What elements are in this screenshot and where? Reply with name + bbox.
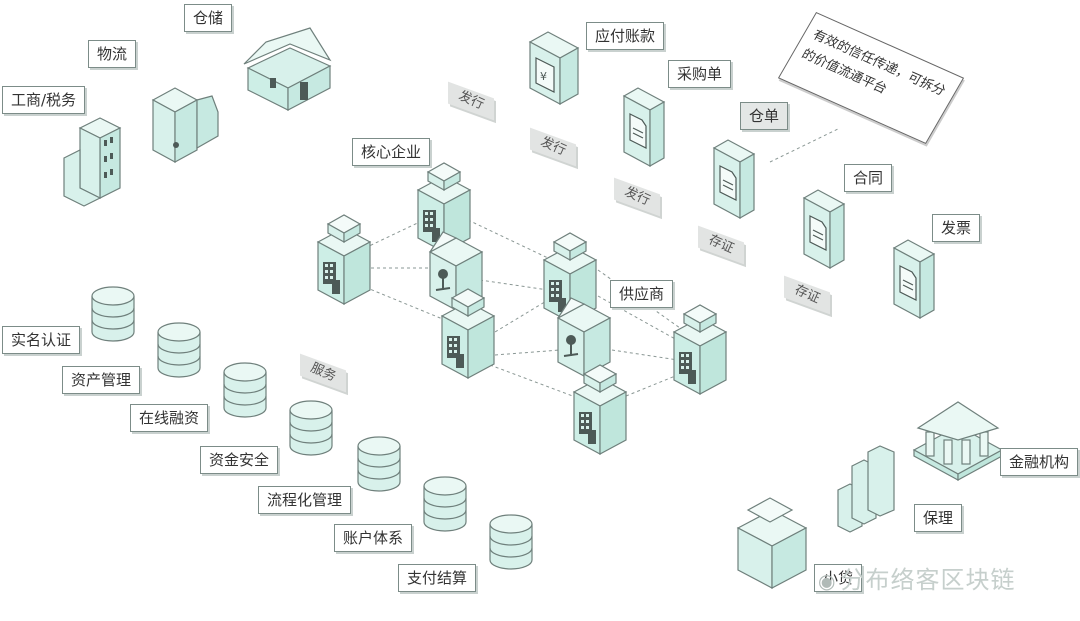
database-icon (289, 400, 333, 456)
invoice-yen-icon: ¥ (528, 31, 580, 106)
warehouse-receipt-doc-icon (713, 139, 755, 219)
label-microloan: 小贷 (814, 564, 863, 592)
node-building-icon (573, 364, 627, 455)
node-building-icon (317, 214, 371, 305)
node-shop-icon (557, 297, 611, 377)
label-payment-settlement: 支付结算 (398, 564, 477, 592)
label-asset-management: 资产管理 (62, 366, 141, 394)
label-supplier: 供应商 (610, 280, 674, 308)
label-warehouse-receipt: 仓单 (740, 102, 789, 130)
label-factoring: 保理 (914, 504, 963, 532)
database-icon (157, 322, 201, 378)
label-logistics: 物流 (88, 40, 137, 68)
label-core-enterprise: 核心企业 (352, 138, 431, 166)
label-account-system: 账户体系 (334, 524, 413, 552)
contract-doc-icon (803, 189, 845, 269)
small-loan-building-icon (736, 497, 808, 589)
database-icon (91, 286, 135, 342)
label-invoice: 发票 (932, 214, 981, 242)
svg-text:¥: ¥ (540, 70, 547, 83)
bar-growth-icon (837, 445, 895, 533)
label-business-tax: 工商/税务 (2, 86, 86, 114)
label-financial-institution: 金融机构 (1000, 448, 1079, 476)
label-contract: 合同 (844, 164, 893, 192)
bank-icon (912, 401, 1004, 482)
database-icon (423, 476, 467, 532)
wechat-icon: ◉ (818, 569, 837, 593)
label-purchase-order: 采购单 (668, 60, 732, 88)
label-accounts-payable: 应付账款 (586, 22, 665, 50)
label-online-financing: 在线融资 (130, 404, 209, 432)
database-icon (223, 362, 267, 418)
receipt-doc-icon (893, 239, 935, 319)
label-process-management: 流程化管理 (258, 486, 352, 514)
node-building-icon (673, 304, 727, 395)
warehouse-icon (243, 27, 332, 111)
office-tower-icon (63, 117, 122, 207)
database-icon (489, 514, 533, 570)
truck-icon (152, 87, 219, 163)
label-warehousing: 仓储 (184, 4, 233, 32)
label-fund-security: 资金安全 (200, 446, 279, 474)
database-icon (357, 436, 401, 492)
label-real-name-auth: 实名认证 (2, 326, 81, 354)
purchase-order-doc-icon (623, 87, 665, 167)
watermark: ◉分布络客区块链 (818, 566, 1016, 594)
